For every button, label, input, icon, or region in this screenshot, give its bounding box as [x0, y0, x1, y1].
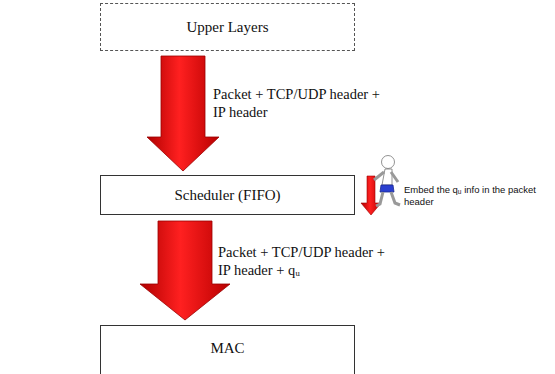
- arrow-label: Packet + TCP/UDP header + IP header + qᵤ: [218, 244, 393, 279]
- process-box: MAC: [100, 325, 355, 374]
- process-box: Upper Layers: [100, 3, 355, 51]
- stick-person: [374, 156, 400, 207]
- arrow-label: Packet + TCP/UDP header + IP header: [213, 86, 388, 121]
- box-label: MAC: [210, 340, 244, 357]
- small-arrow: [361, 176, 381, 215]
- flow-arrow: [147, 56, 219, 171]
- box-label: Scheduler (FIFO): [174, 187, 280, 204]
- flow-arrow: [140, 221, 230, 320]
- callout-note: Embed the qᵤ info in the packet header: [404, 184, 544, 208]
- process-box: Scheduler (FIFO): [100, 175, 355, 215]
- box-label: Upper Layers: [186, 19, 268, 36]
